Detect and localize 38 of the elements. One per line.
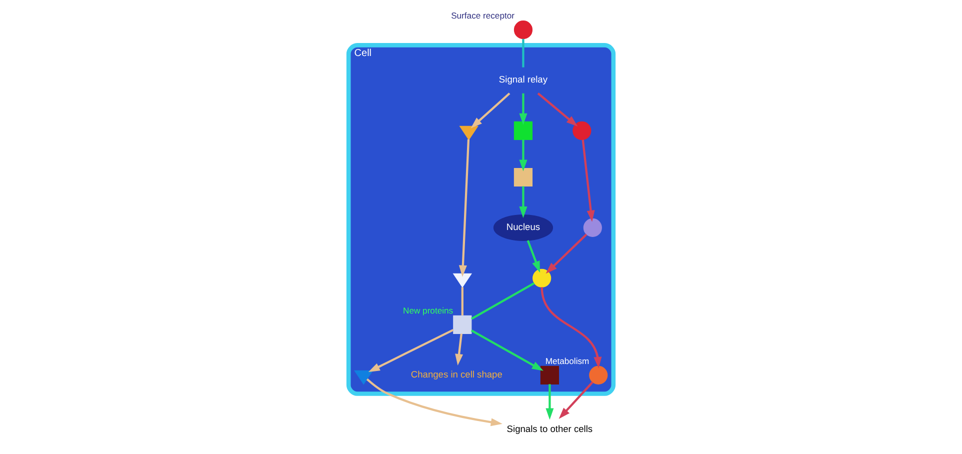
node-label: New proteins bbox=[403, 305, 454, 316]
arrow bbox=[455, 334, 464, 366]
connector bbox=[461, 287, 464, 316]
node-circle bbox=[583, 218, 602, 238]
node-text: Signals to other cells bbox=[506, 424, 593, 434]
node-ellipse: Nucleus bbox=[493, 214, 554, 241]
node-box bbox=[540, 366, 560, 384]
arrow bbox=[582, 140, 595, 222]
arrow bbox=[470, 92, 510, 128]
node-box bbox=[514, 168, 533, 187]
node-text: Changes in cell shape bbox=[410, 370, 502, 380]
node-circle bbox=[589, 366, 608, 384]
arrow bbox=[368, 328, 454, 372]
arrow bbox=[558, 381, 594, 419]
arrow bbox=[519, 93, 528, 125]
node-circle bbox=[572, 121, 592, 140]
arrow bbox=[540, 287, 602, 368]
node-triangle bbox=[354, 370, 374, 385]
node-box bbox=[453, 315, 472, 334]
arrow bbox=[366, 378, 502, 426]
node-circle bbox=[532, 268, 552, 288]
arrow bbox=[537, 92, 578, 127]
arrow bbox=[526, 240, 540, 273]
node-label: Surface receptor bbox=[451, 10, 514, 20]
connector bbox=[522, 38, 524, 68]
node-circle bbox=[514, 20, 533, 40]
arrow bbox=[519, 140, 528, 172]
arrow bbox=[546, 384, 554, 420]
arrow bbox=[470, 330, 544, 371]
node-label: Metabolism bbox=[545, 356, 590, 366]
node-triangle bbox=[452, 273, 472, 288]
arrow bbox=[458, 139, 470, 277]
connector bbox=[471, 282, 535, 320]
arrow bbox=[519, 186, 528, 218]
node-triangle bbox=[459, 126, 478, 140]
node-box bbox=[514, 121, 533, 140]
arrow bbox=[546, 234, 588, 274]
node-text: Signal relay bbox=[498, 74, 548, 85]
